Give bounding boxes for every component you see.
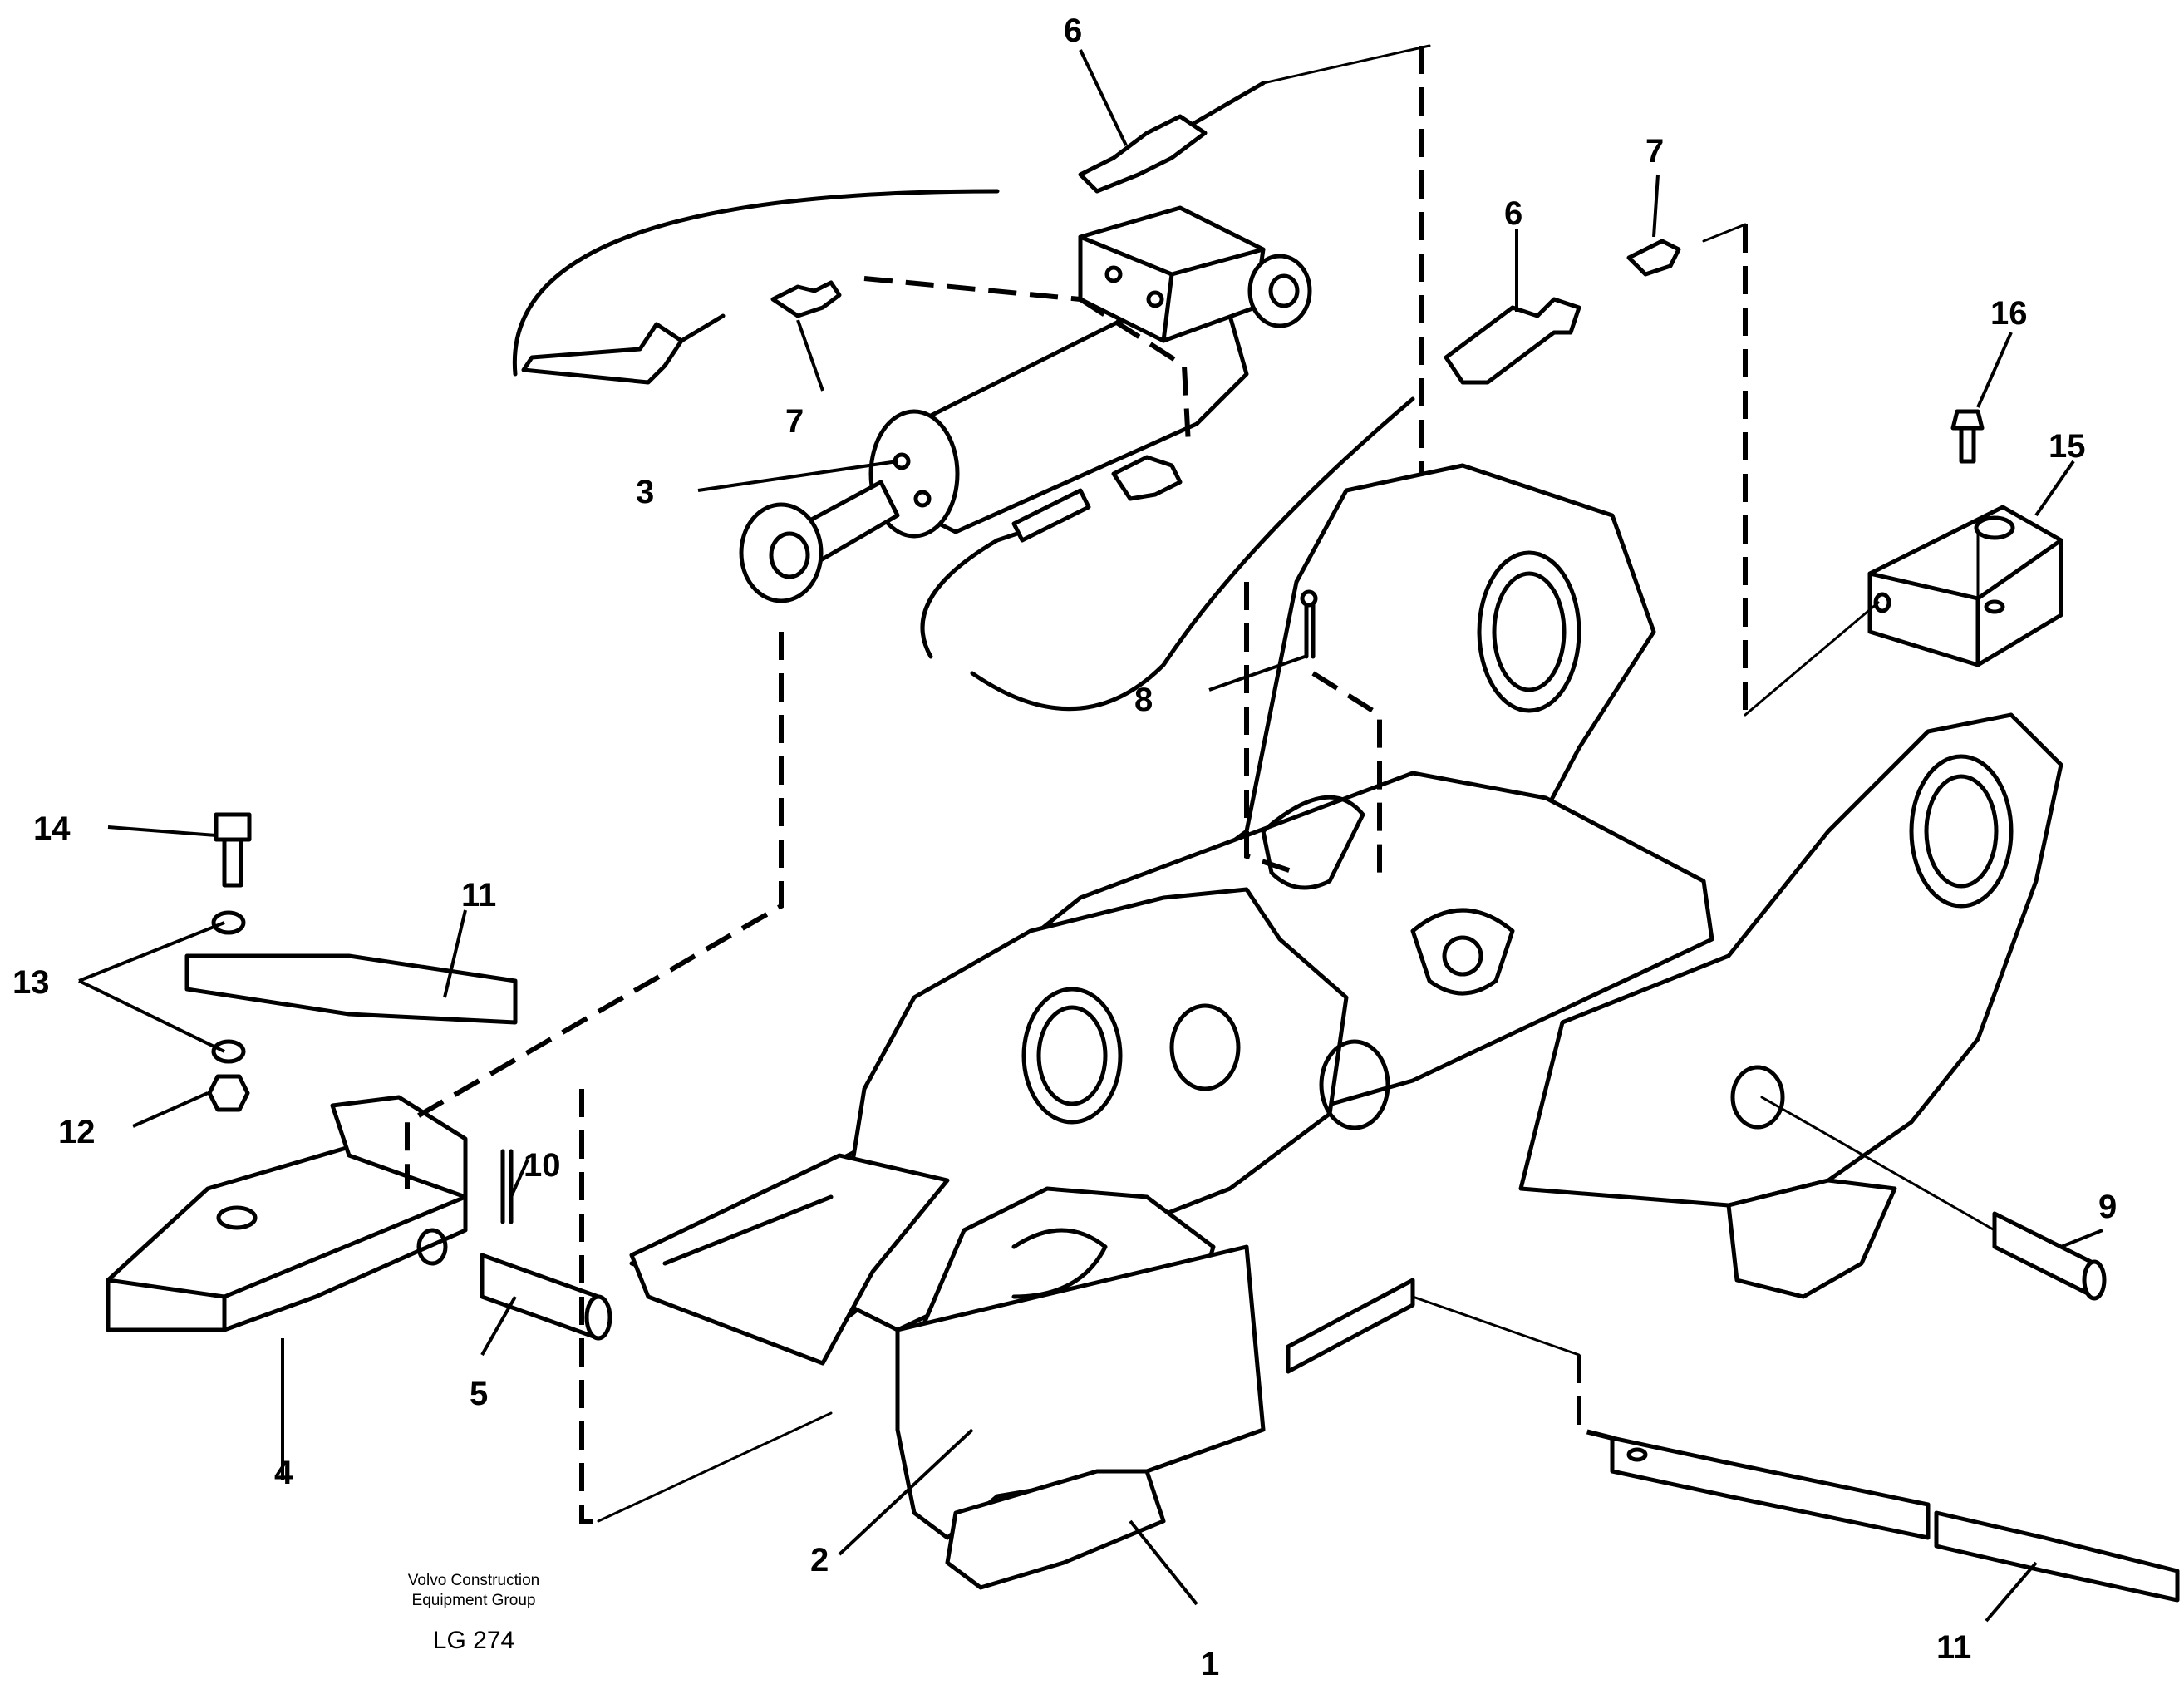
callout-1: 1 (1201, 1646, 1219, 1682)
callout-11-lower: 11 (1936, 1629, 1971, 1666)
callout-labels: 1 2 3 4 5 6 6 7 7 8 9 10 11 11 12 13 14 … (12, 12, 2117, 1682)
callout-14: 14 (33, 810, 71, 847)
figure-code: LG 274 (432, 1627, 515, 1654)
callout-6-upper: 6 (1064, 12, 1082, 49)
split-pin (1300, 589, 1318, 659)
callout-4: 4 (274, 1455, 293, 1491)
publisher-line-1: Volvo Construction (407, 1572, 540, 1589)
locking-block-assembly (106, 1095, 612, 1341)
callout-13: 13 (12, 964, 50, 1001)
leader-lines (78, 49, 2103, 1623)
coupler-frame (629, 463, 2063, 1590)
callout-15: 15 (2049, 428, 2086, 465)
callout-5: 5 (470, 1376, 488, 1412)
callout-16: 16 (1990, 295, 2028, 332)
callout-11-upper: 11 (461, 877, 496, 914)
callout-10: 10 (524, 1147, 561, 1184)
callout-12: 12 (58, 1114, 96, 1150)
publisher-line-2: Equipment Group (411, 1592, 536, 1609)
hydraulic-cylinder (739, 205, 1312, 603)
callout-6-right: 6 (1504, 195, 1522, 232)
callout-9: 9 (2098, 1189, 2117, 1225)
callout-8: 8 (1134, 682, 1153, 718)
hose-assemblies (512, 81, 1681, 712)
callout-2: 2 (810, 1542, 829, 1578)
callout-7-left: 7 (785, 403, 804, 440)
callout-7-right: 7 (1645, 133, 1664, 170)
callout-3: 3 (636, 474, 654, 510)
valve-block (1867, 409, 2063, 667)
assembly-guide-lines (405, 44, 1996, 1524)
pins-and-rods (1610, 1211, 2180, 1603)
bolt-nut-set (184, 812, 518, 1112)
